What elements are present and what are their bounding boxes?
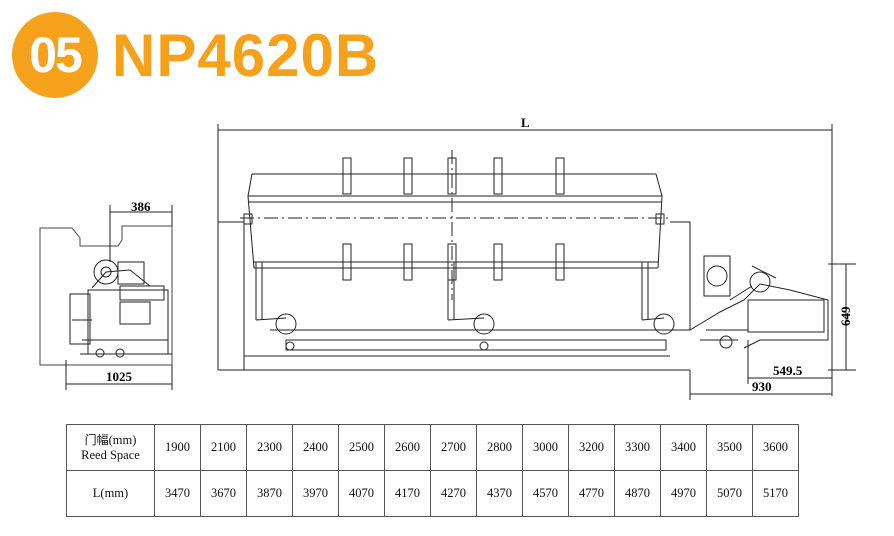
length-cell: 4770	[568, 470, 615, 517]
machine-technical-drawing: 386 1025 L 649 549.5 930	[39, 115, 856, 400]
length-cell: 3670	[200, 470, 247, 517]
model-title: NP4620B	[112, 22, 380, 89]
section-number-badge: 05	[12, 12, 98, 98]
reed-space-cell: 1900	[154, 424, 201, 471]
dimension-649: 649	[838, 306, 853, 326]
reed-space-cell: 2100	[200, 424, 247, 471]
length-cell: 4970	[660, 470, 707, 517]
reed-space-cell: 3400	[660, 424, 707, 471]
length-cell: 4270	[430, 470, 477, 517]
reed-space-cell: 3200	[568, 424, 615, 471]
reed-space-cell: 3500	[706, 424, 753, 471]
reed-space-cell: 2800	[476, 424, 523, 471]
length-cell: 4170	[384, 470, 431, 517]
reed-space-cell: 2600	[384, 424, 431, 471]
dimension-549-5: 549.5	[773, 363, 803, 378]
length-cell: 4570	[522, 470, 569, 517]
reed-space-cell: 3000	[522, 424, 569, 471]
dimension-930: 930	[752, 379, 772, 394]
dimension-L: L	[521, 115, 530, 130]
length-cell: 4070	[338, 470, 385, 517]
length-cell: 5170	[752, 470, 799, 517]
dimension-1025: 1025	[106, 369, 133, 384]
front-view-drawing	[217, 124, 856, 400]
length-cell: 4870	[614, 470, 661, 517]
reed-space-label: 门幅(mm) Reed Space	[66, 424, 155, 471]
reed-space-cell: 2400	[292, 424, 339, 471]
reed-space-cell: 3600	[752, 424, 799, 471]
length-cell: 5070	[706, 470, 753, 517]
reed-space-cell: 2500	[338, 424, 385, 471]
reed-space-cell: 2300	[246, 424, 293, 471]
length-cell: 3970	[292, 470, 339, 517]
length-row: L(mm) 3470 3670 3870 3970 4070 4170 4270…	[66, 470, 799, 517]
length-cell: 3470	[154, 470, 201, 517]
reed-space-cell: 3300	[614, 424, 661, 471]
dimension-386: 386	[131, 199, 151, 214]
reed-space-cell: 2700	[430, 424, 477, 471]
spec-table: 门幅(mm) Reed Space 1900 2100 2300 2400 25…	[66, 424, 799, 517]
header: 05 NP4620B	[12, 10, 532, 100]
length-label: L(mm)	[66, 470, 155, 517]
side-view-drawing	[39, 205, 173, 390]
length-cell: 3870	[246, 470, 293, 517]
length-cell: 4370	[476, 470, 523, 517]
reed-space-row: 门幅(mm) Reed Space 1900 2100 2300 2400 25…	[66, 424, 799, 471]
